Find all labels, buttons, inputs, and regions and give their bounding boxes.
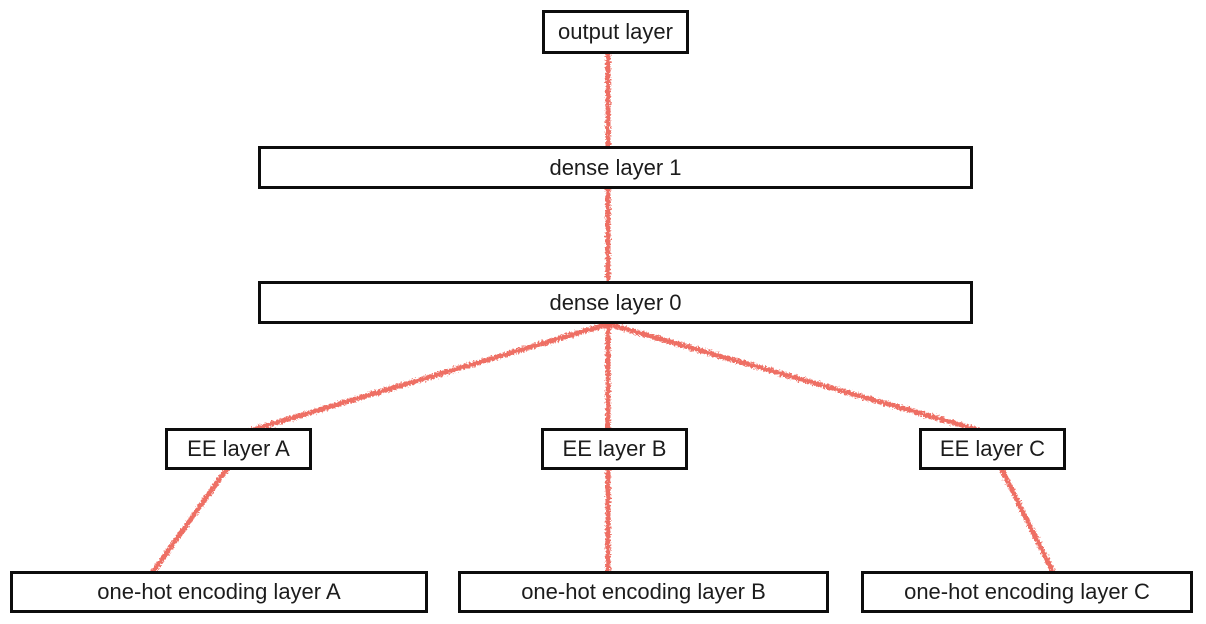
edge-ee-layer-a--onehot-layer-a: [147, 463, 232, 579]
edge-ee-layer-c--onehot-layer-c: [997, 463, 1058, 579]
node-label: dense layer 0: [549, 289, 682, 315]
node-label: EE layer C: [939, 436, 1046, 461]
node-ee-layer-c: EE layer C: [919, 428, 1066, 470]
node-onehot-layer-b: one-hot encoding layer B: [458, 571, 829, 613]
node-label: output layer: [558, 19, 673, 44]
node-label: one-hot encoding layer B: [521, 579, 766, 604]
node-ee-layer-a: EE layer A: [165, 428, 312, 470]
node-label: dense layer 1: [549, 154, 682, 180]
node-label: one-hot encoding layer C: [904, 579, 1150, 604]
node-ee-layer-b: EE layer B: [541, 428, 688, 470]
node-label: EE layer B: [562, 436, 667, 461]
edge-dense-layer-0--ee-layer-c: [600, 320, 983, 433]
node-label: one-hot encoding layer A: [97, 579, 341, 604]
edge-dense-layer-0--ee-layer-a: [247, 320, 616, 433]
node-onehot-layer-c: one-hot encoding layer C: [861, 571, 1193, 613]
node-dense-layer-1: dense layer 1: [258, 146, 973, 189]
node-onehot-layer-a: one-hot encoding layer A: [10, 571, 428, 613]
node-dense-layer-0: dense layer 0: [258, 281, 973, 324]
node-output-layer: output layer: [542, 10, 689, 54]
node-label: EE layer A: [187, 436, 290, 461]
